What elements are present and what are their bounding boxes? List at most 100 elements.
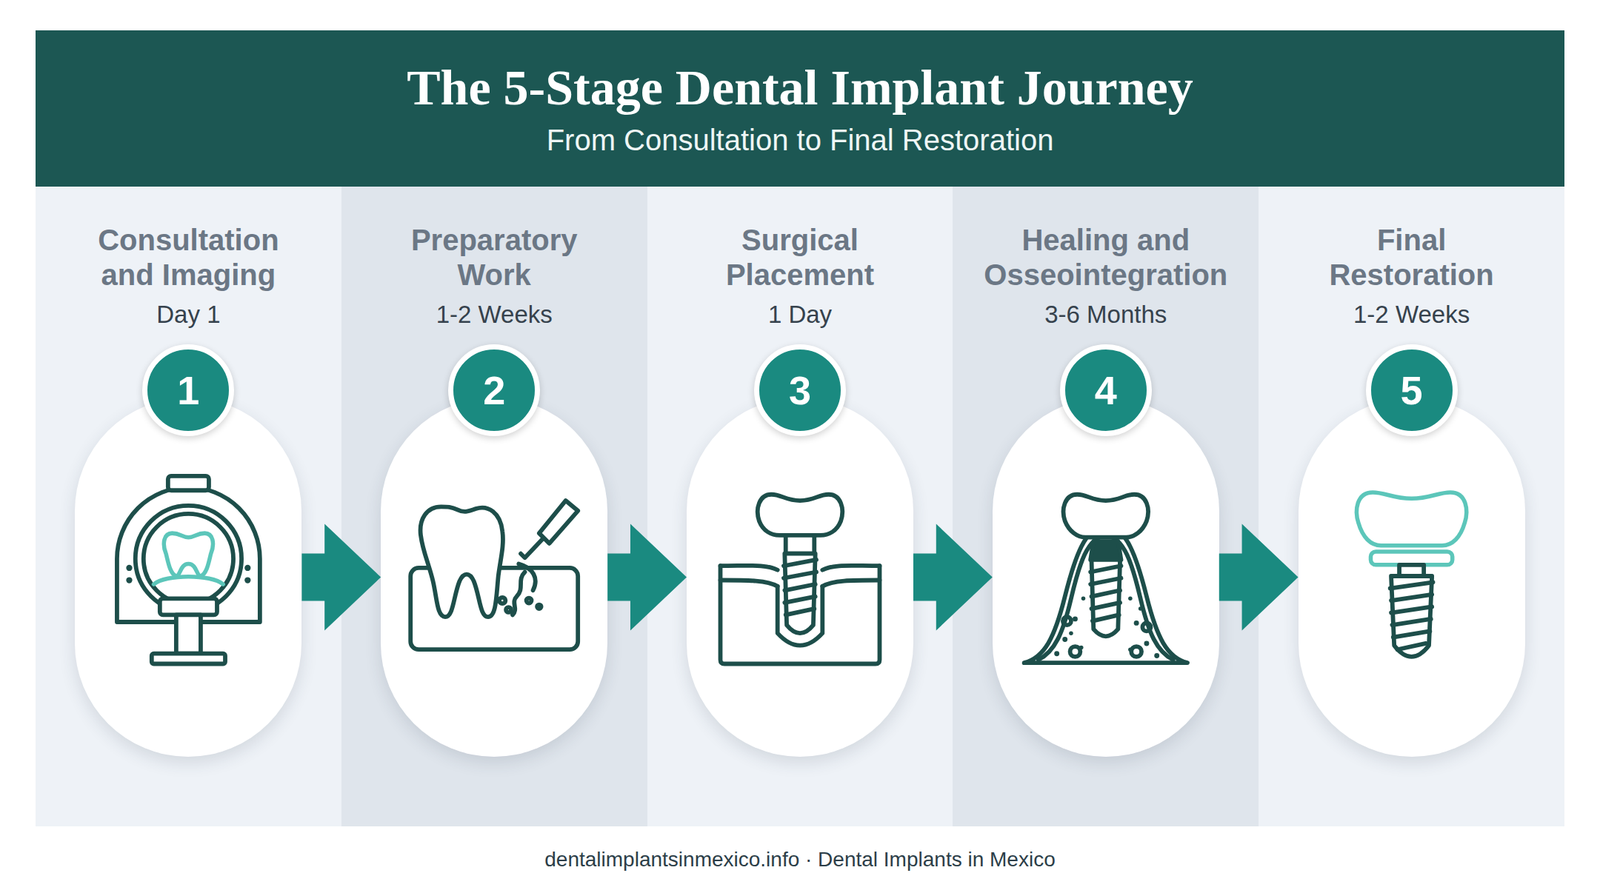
icon-stroke (1079, 645, 1084, 651)
icon-stroke (784, 584, 815, 591)
icon-stroke (822, 565, 880, 571)
stage-heading: Consultation and Imaging (77, 222, 300, 293)
stage-heading: Preparatory Work (382, 222, 606, 293)
icon-stroke (1397, 643, 1426, 650)
icon-stroke (518, 563, 535, 591)
step-number: 5 (1400, 370, 1423, 411)
icon-stroke (784, 554, 815, 634)
icon-stroke (822, 580, 880, 587)
stage-column: Healing and Osseointegration 3-6 Months 4 (952, 186, 1259, 827)
icon-stroke (1063, 494, 1149, 538)
icon-stroke (168, 476, 209, 491)
icon-stroke (720, 565, 778, 571)
stage-duration: 1-2 Weeks (1353, 300, 1470, 330)
icon-stroke (151, 654, 226, 665)
icon-stroke (410, 568, 578, 650)
step-card: 3 (686, 397, 914, 758)
stage-duration: 1-2 Weeks (436, 300, 553, 330)
icon-stroke (163, 533, 213, 577)
step-number: 3 (788, 370, 812, 411)
column-header: Consultation and ImagingDay 1 (35, 222, 342, 330)
icon-stroke (526, 598, 532, 604)
icon-stroke (785, 535, 815, 555)
icon-stroke (512, 571, 526, 615)
icon-stroke (777, 586, 823, 646)
icon-stroke (135, 505, 242, 612)
icon-stroke (1399, 565, 1424, 577)
implant-placement-icon (720, 494, 880, 665)
icon-stroke (783, 560, 817, 566)
icon-stroke (1081, 597, 1086, 602)
icon-stroke (1090, 578, 1121, 585)
icon-stroke (1091, 590, 1121, 597)
column-header: Surgical Placement1 Day (647, 222, 954, 330)
flow-arrow (301, 524, 381, 632)
step-number-badge: 2 (448, 344, 540, 437)
icon-stroke (154, 577, 224, 585)
icon-stroke (785, 608, 815, 615)
diagram-subtitle: From Consultation to Final Restoration (546, 122, 1055, 158)
icon-stroke (1391, 576, 1432, 658)
icon-stroke (125, 577, 132, 583)
icon-stroke (1138, 606, 1143, 612)
step-card: 4 (992, 397, 1220, 758)
footer-credit: dentalimplantsinmexico.info · Dental Imp… (0, 847, 1600, 873)
icon-stroke (244, 565, 251, 572)
tooth-preparation-icon (410, 500, 578, 650)
stage-duration: Day 1 (156, 300, 220, 330)
icon-stroke (1091, 560, 1121, 637)
icon-stroke (1068, 631, 1074, 636)
step-card: 1 (74, 397, 302, 758)
step-card: 2 (380, 397, 608, 758)
icon-stroke (499, 597, 506, 604)
stage-heading: Final Restoration (1300, 222, 1523, 293)
icon-stroke (1090, 541, 1121, 560)
step-number-badge: 1 (142, 344, 235, 437)
stage-column: Consultation and ImagingDay 1 1 (35, 186, 342, 827)
icon-stroke (1142, 622, 1151, 632)
column-header: Final Restoration 1-2 Weeks (1258, 222, 1565, 330)
icon-stroke (176, 614, 201, 654)
step-number-badge: 5 (1365, 344, 1458, 437)
osseointegration-icon (1024, 494, 1188, 663)
stage-heading: Healing and Osseointegration (976, 222, 1236, 293)
icon-stroke (784, 597, 815, 603)
step-number-badge: 3 (754, 344, 846, 437)
icon-stroke (420, 506, 503, 618)
icon-stroke (1024, 525, 1188, 663)
stage-column: Final Restoration 1-2 Weeks 5 (1258, 186, 1565, 827)
stage-column: Surgical Placement1 Day 3 (647, 186, 954, 827)
step-card: 5 (1298, 397, 1526, 758)
icon-stroke (125, 565, 132, 572)
header-band: The 5-Stage Dental Implant JourneyFrom C… (35, 30, 1565, 187)
icon-stroke (1134, 620, 1140, 626)
icon-stroke (539, 500, 578, 544)
icon-stroke (1072, 616, 1078, 622)
stage-duration: 1 Day (768, 300, 832, 330)
icon-stroke (1090, 565, 1121, 572)
icon-stroke (1092, 614, 1120, 621)
icon-stroke (1390, 582, 1434, 589)
icon-stroke (143, 514, 234, 604)
icon-stroke (1357, 492, 1467, 546)
icon-stroke (1054, 651, 1060, 657)
icon-stroke (505, 607, 512, 613)
icon-stroke (160, 598, 218, 615)
icon-stroke (720, 580, 778, 587)
icon-stroke (244, 577, 251, 583)
icon-stroke (1393, 631, 1431, 638)
icon-stroke (1062, 617, 1072, 626)
final-crown-icon (1357, 492, 1467, 658)
diagram-title: The 5-Stage Dental Implant Journey (406, 60, 1194, 116)
step-number: 1 (177, 370, 200, 411)
icon-stroke (520, 539, 543, 558)
icon-stroke (537, 605, 542, 610)
flow-arrow (913, 524, 993, 632)
icon-stroke (1154, 653, 1160, 659)
icon-stroke (1391, 594, 1432, 601)
stage-duration: 3-6 Months (1044, 300, 1167, 330)
column-header: Preparatory Work 1-2 Weeks (341, 222, 648, 330)
column-header: Healing and Osseointegration 3-6 Months (952, 222, 1259, 330)
icon-stroke (783, 571, 817, 578)
